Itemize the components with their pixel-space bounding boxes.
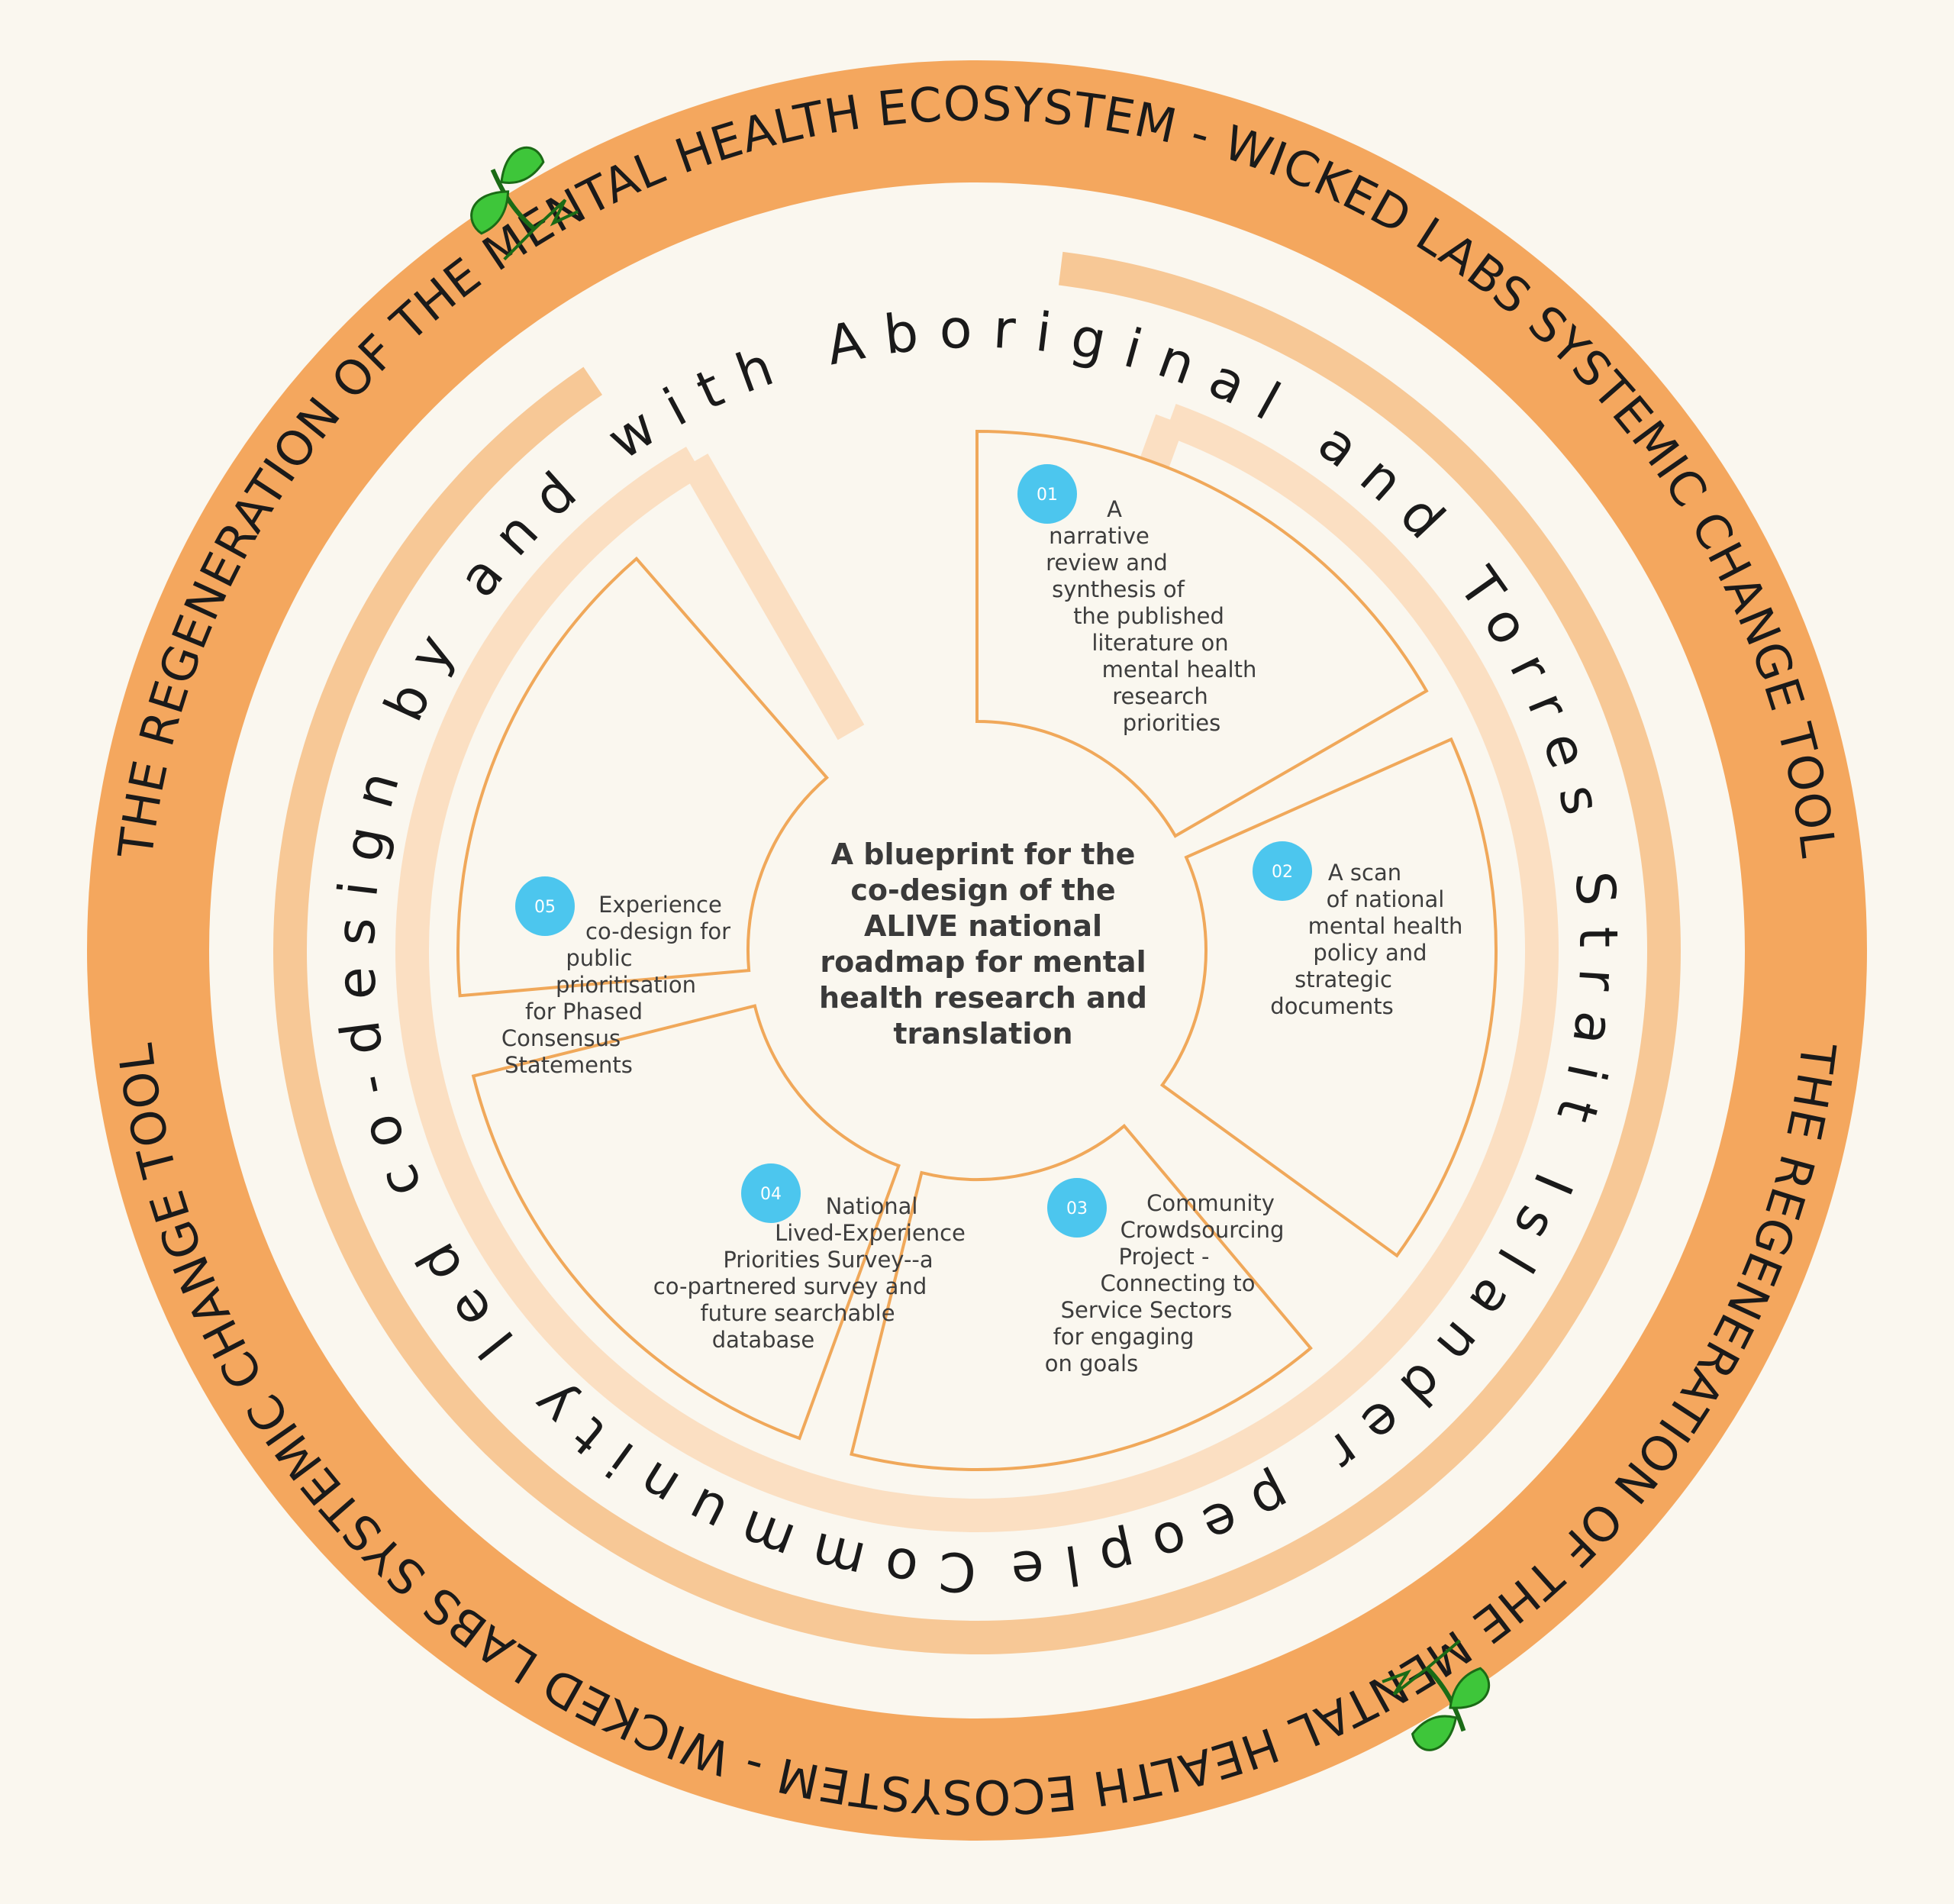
inner-co-design-band [395, 403, 1559, 1532]
outer-co-design-band [273, 251, 1681, 1654]
segment-text-line: Lived-Experience [775, 1220, 966, 1246]
outer-ring [87, 60, 1867, 1841]
segment-text-line: co-design for [585, 918, 730, 944]
segment-text-line: documents [1270, 993, 1393, 1019]
segment-number: 03 [1066, 1199, 1088, 1218]
segment-number-badge [741, 1163, 801, 1223]
center-text-line: A blueprint for the [831, 837, 1136, 871]
segment-text-line: prioritisation [556, 972, 696, 998]
segment-text-line: Community [1146, 1190, 1275, 1216]
segment-text-line: Project - [1119, 1244, 1210, 1270]
segment-outline [471, 1004, 901, 1441]
segment-text-line: narrative [1049, 523, 1150, 549]
segment-number: 01 [1037, 486, 1058, 505]
segment-text-line: co-partnered survey and [653, 1273, 927, 1299]
segment-text-line: literature on [1091, 630, 1228, 656]
inner-band-spoke [681, 453, 865, 741]
segment-number-badge [1017, 464, 1077, 524]
segment-outline [975, 429, 1429, 838]
segment-text-line: mental health [1308, 913, 1463, 939]
segment-text-line: Service Sectors [1061, 1297, 1233, 1323]
segment-text-line: mental health [1102, 657, 1257, 683]
segment-text-line: A scan [1328, 860, 1401, 886]
sprout-icon [1382, 1639, 1491, 1751]
segment-number-badge [1253, 841, 1312, 901]
segment-text-line: policy and [1313, 940, 1427, 966]
segment-text-line: the published [1073, 603, 1224, 629]
segment-text-line: of national [1327, 886, 1445, 912]
segment-text-line: Priorities Survey--a [723, 1247, 933, 1273]
segment-text-line: for engaging [1053, 1324, 1195, 1350]
segment-text-line: for Phased [525, 999, 643, 1025]
segment-text-line: Connecting to [1100, 1270, 1255, 1296]
center-text-line: roadmap for mental [820, 945, 1146, 979]
center-text-line: ALIVE national [864, 909, 1102, 943]
segment-text-line: research [1112, 683, 1208, 709]
segment-number-badge [515, 876, 575, 936]
segment-text-line: National [826, 1193, 918, 1219]
segment-number: 02 [1272, 863, 1293, 882]
segment-text-line: database [712, 1327, 814, 1353]
segment-outline [1159, 737, 1498, 1258]
center-hub [756, 729, 1198, 1172]
segment-text-line: Crowdsourcing [1120, 1217, 1285, 1243]
segment-text-line: future searchable [700, 1300, 895, 1326]
segment-text-line: A [1107, 496, 1122, 522]
segment-number-badge [1047, 1178, 1107, 1238]
segment-text-line: review and [1046, 550, 1168, 576]
segment-text-line: public [566, 945, 632, 971]
segment-text-line: strategic [1295, 967, 1392, 992]
segment-text-line: Statements [505, 1052, 633, 1078]
segment-number: 05 [534, 898, 556, 917]
segment-text-line: synthesis of [1052, 576, 1185, 602]
center-text-line: health research and [819, 981, 1147, 1015]
segment-outline [850, 1123, 1313, 1471]
center-text-line: translation [893, 1017, 1072, 1050]
sprout-icon [470, 146, 579, 261]
segment-text-line: Consensus [501, 1025, 621, 1051]
segment-text-line: Experience [598, 892, 722, 918]
center-text-line: co-design of the [850, 873, 1115, 907]
segment-text-line: on goals [1045, 1351, 1138, 1376]
segment-text-line: priorities [1123, 710, 1221, 736]
segment-number: 04 [760, 1185, 782, 1204]
